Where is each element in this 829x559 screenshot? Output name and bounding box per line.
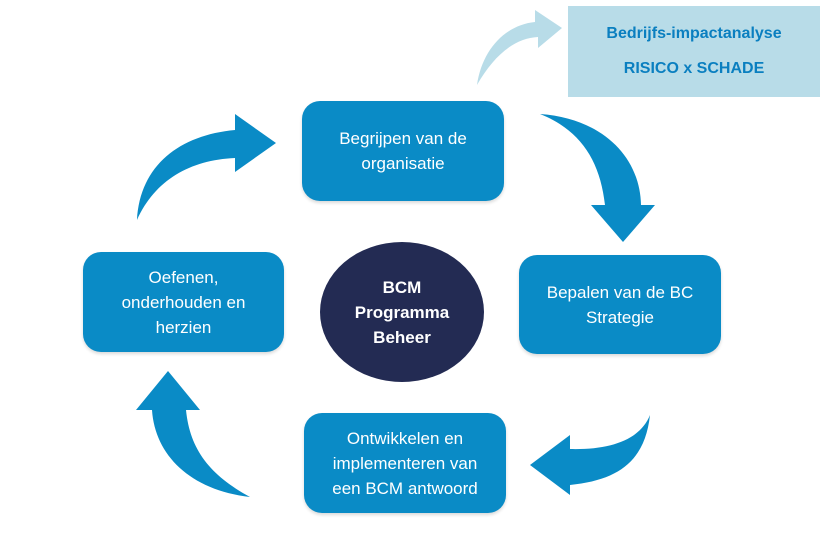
curved-arrow-right-light-icon <box>477 10 562 85</box>
step-label-line: Oefenen, <box>148 267 219 287</box>
step-label-line: implementeren van <box>332 453 478 473</box>
step-label-line: Begrijpen van de <box>339 129 467 148</box>
step-exercise-maintain-review: Oefenen, onderhouden en herzien <box>83 252 284 352</box>
curved-arrow-up-icon <box>136 371 250 497</box>
curved-arrow-left-icon <box>530 415 650 495</box>
step-label-line: onderhouden en <box>121 292 246 312</box>
center-label-line: Programma <box>354 302 450 322</box>
step-label-line: Bepalen van de BC <box>546 282 694 302</box>
step-label-line: Ontwikkelen en <box>346 428 464 448</box>
step-label-line: herzien <box>155 317 212 337</box>
step-label-line: organisatie <box>361 154 445 173</box>
step-label-line: een BCM antwoord <box>332 478 478 498</box>
business-impact-analysis-note: Bedrijfs-impactanalyse RISICO x SCHADE <box>568 6 820 97</box>
step-label-line: Strategie <box>585 307 655 327</box>
step-understand-organization: Begrijpen van de organisatie <box>302 101 504 201</box>
bia-formula: RISICO x SCHADE <box>623 60 765 77</box>
bia-title: Bedrijfs-impactanalyse <box>606 25 782 42</box>
center-label-line: Beheer <box>373 327 431 347</box>
curved-arrow-right-icon <box>137 114 276 220</box>
center-label-line: BCM <box>382 277 422 297</box>
bcm-program-management-center: BCM Programma Beheer <box>320 242 484 382</box>
step-determine-bc-strategy: Bepalen van de BC Strategie <box>519 255 721 354</box>
step-develop-implement-response: Ontwikkelen en implementeren van een BCM… <box>304 413 506 513</box>
curved-arrow-down-icon <box>540 114 655 242</box>
